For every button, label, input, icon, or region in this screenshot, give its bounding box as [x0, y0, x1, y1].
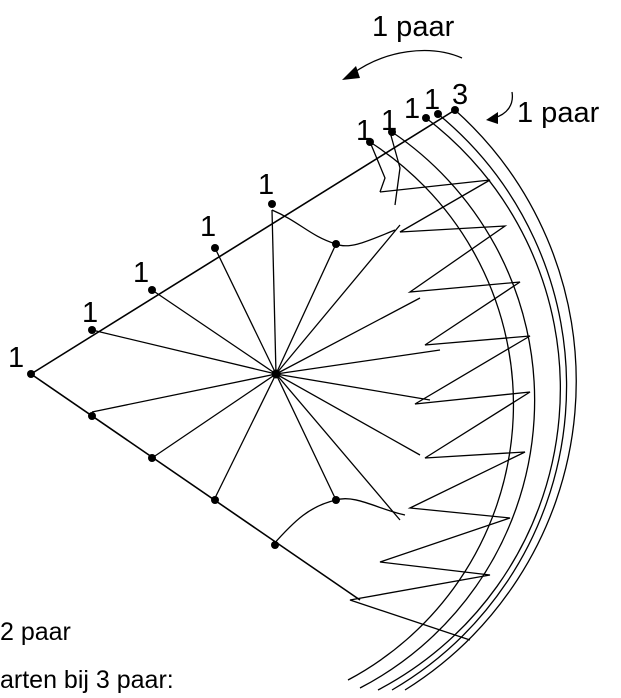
pin — [434, 110, 442, 118]
pin — [268, 200, 276, 208]
arrow-head-icon — [486, 112, 498, 124]
lower-edge-line — [30, 373, 361, 601]
pin — [211, 496, 219, 504]
edge-pin-labels: 1 1 1 1 1 1 1 1 1 3 — [8, 79, 468, 374]
pin — [271, 541, 279, 549]
lower-edge-pins — [88, 240, 340, 549]
pin — [366, 138, 374, 146]
pin — [27, 370, 35, 378]
edge-label: 1 — [8, 342, 24, 374]
pin — [451, 106, 459, 114]
center-spokes — [91, 209, 441, 521]
curved-arrow-top — [351, 49, 463, 75]
upper-edge-line — [30, 109, 456, 375]
outer-arcs — [347, 109, 577, 691]
center-pin — [271, 369, 281, 379]
corner-count-label: 3 — [452, 79, 468, 111]
pin — [332, 240, 340, 248]
pin — [88, 412, 96, 420]
edge-label: 1 — [356, 115, 372, 147]
edge-label: 1 — [200, 211, 216, 243]
bottom-note-1: 2 paar — [0, 618, 71, 646]
pin — [211, 244, 219, 252]
edge-label: 1 — [404, 93, 420, 125]
zigzag-threads — [349, 131, 531, 641]
edge-label: 1 — [424, 84, 440, 116]
pin — [148, 286, 156, 294]
right-annotation: 1 paar — [517, 97, 600, 129]
bottom-note-2: arten bij 3 paar: — [0, 666, 174, 693]
pin — [88, 326, 96, 334]
pin — [148, 454, 156, 462]
top-annotation: 1 paar — [372, 11, 455, 43]
connecting-curves — [271, 209, 406, 547]
edge-label: 1 — [258, 169, 274, 201]
edge-label: 1 — [82, 297, 98, 329]
arrow-head-icon — [342, 66, 360, 80]
upper-edge-pins — [27, 106, 459, 378]
edge-label: 1 — [133, 257, 149, 289]
pin — [388, 128, 396, 136]
edge-label: 1 — [381, 105, 397, 137]
pin — [422, 114, 430, 122]
pin — [332, 496, 340, 504]
